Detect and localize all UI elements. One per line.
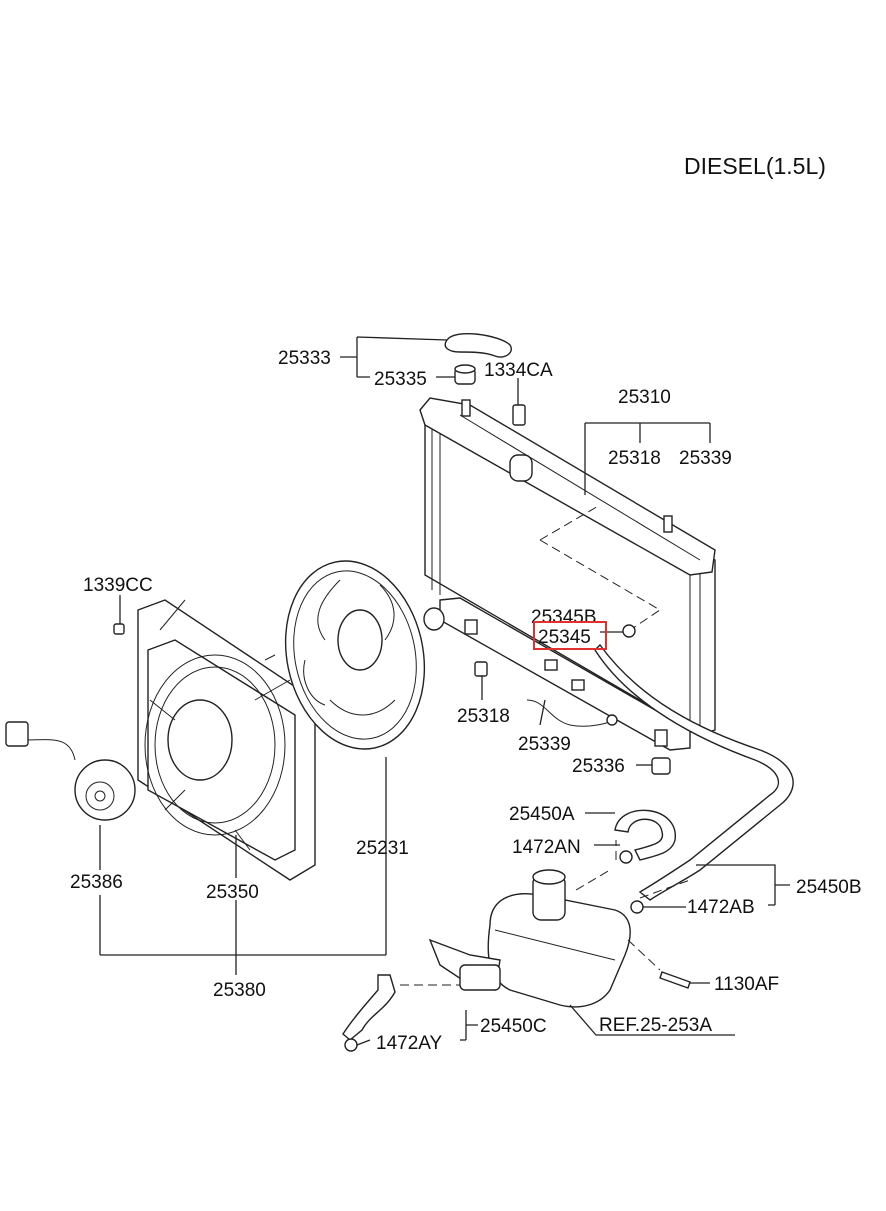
- clamp-25345: [622, 624, 636, 638]
- bolt-25318: [474, 661, 488, 677]
- clamp-1472AY: [344, 1038, 358, 1052]
- fan-shroud: [137, 599, 316, 881]
- label-25310: 25310: [618, 387, 671, 408]
- cap-25336: [651, 757, 671, 775]
- label-25339-bottom: 25339: [518, 734, 571, 755]
- fan-blade: [284, 560, 426, 750]
- label-25335: 25335: [374, 369, 427, 390]
- clamp-1472AN: [619, 850, 633, 864]
- label-25350: 25350: [206, 882, 259, 903]
- screw-part: [659, 971, 691, 989]
- label-25318-bottom: 25318: [457, 706, 510, 727]
- label-25450B: 25450B: [796, 877, 862, 898]
- label-25450A: 25450A: [509, 804, 575, 825]
- label-25345B: 25345B: [531, 607, 597, 628]
- diagram-title: DIESEL(1.5L): [684, 153, 826, 179]
- small-hose: [526, 699, 611, 727]
- highlight-box-25345: [533, 621, 607, 650]
- cap-part: [454, 364, 476, 385]
- label-25336: 25336: [572, 756, 625, 777]
- label-25231: 25231: [356, 838, 409, 859]
- label-1472AN: 1472AN: [512, 837, 581, 858]
- label-25386: 25386: [70, 872, 123, 893]
- radiator: [419, 397, 716, 751]
- label-25318-top: 25318: [608, 448, 661, 469]
- label-1472AY: 1472AY: [376, 1033, 443, 1054]
- leader-lines: [99, 336, 790, 1046]
- label-25380: 25380: [213, 980, 266, 1001]
- nut-part: [113, 623, 125, 635]
- label-1130AF: 1130AF: [714, 974, 779, 995]
- gasket-part: [444, 333, 512, 358]
- label-1334CA: 1334CA: [484, 360, 553, 381]
- part-labels: 25333 25335 1334CA 25310 25318 25339 133…: [70, 348, 862, 1054]
- label-25345: 25345: [538, 627, 591, 648]
- label-ref-25-253A: REF.25-253A: [599, 1015, 712, 1036]
- label-25450C: 25450C: [480, 1016, 547, 1037]
- label-25333: 25333: [278, 348, 331, 369]
- reservoir-tank: [428, 869, 631, 1008]
- label-1339CC: 1339CC: [83, 575, 153, 596]
- label-25339-top: 25339: [679, 448, 732, 469]
- label-1472AB: 1472AB: [687, 897, 755, 918]
- bracket-clip: [512, 404, 526, 426]
- clamp-1472AB: [630, 900, 644, 914]
- hose-lower: [342, 974, 396, 1041]
- fan-motor: [5, 721, 136, 821]
- hose-upper: [614, 809, 676, 861]
- overflow-hose: [594, 643, 794, 901]
